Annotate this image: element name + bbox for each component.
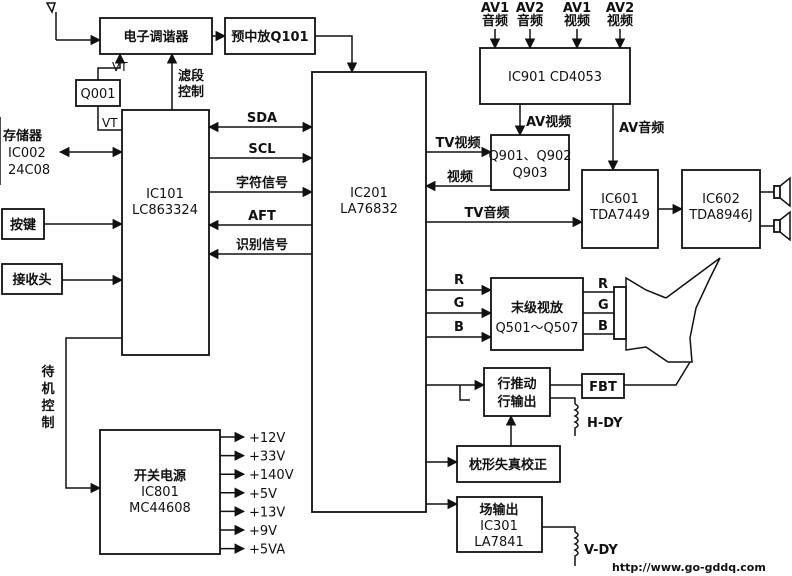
psu-block: 开关电源 IC801 MC44608 xyxy=(99,429,221,555)
svg-text:IC901 CD4053: IC901 CD4053 xyxy=(508,70,602,85)
svg-text:接收头: 接收头 xyxy=(12,272,51,288)
power-rail-label: +5V xyxy=(249,487,277,502)
svg-text:AV2: AV2 xyxy=(606,1,634,16)
b2-label: B xyxy=(598,319,608,334)
svg-text:Q901、Q902: Q901、Q902 xyxy=(488,149,571,164)
svg-text:AV1: AV1 xyxy=(563,1,591,16)
power-rail-label: +12V xyxy=(249,431,285,446)
hdrive-block: 行推动 行输出 xyxy=(483,367,551,417)
hdy-label: H-DY xyxy=(587,416,623,431)
svg-text:IC601: IC601 xyxy=(601,192,639,207)
preif-block: 预中放Q101 xyxy=(224,17,316,55)
power-rails: +12V +33V +140V +5V +13V +9V +5VA xyxy=(220,431,294,558)
q901-block: Q901、Q902 Q903 xyxy=(488,134,572,191)
svg-text:场输出: 场输出 xyxy=(479,502,518,518)
vout-block: 场输出 IC301 LA7841 xyxy=(456,496,543,553)
svg-text:MC44608: MC44608 xyxy=(129,501,191,516)
svg-text:Q903: Q903 xyxy=(512,166,547,181)
vt-label-top: VT xyxy=(112,60,128,74)
band-filter-label-2: 控制 xyxy=(178,84,204,100)
sda-label: SDA xyxy=(247,111,277,126)
vdy-label: V-DY xyxy=(584,543,618,558)
svg-text:视频: 视频 xyxy=(564,13,590,29)
svg-text:IC101: IC101 xyxy=(146,187,184,202)
svg-text:TDA7449: TDA7449 xyxy=(589,208,650,223)
av-video-label: AV视频 xyxy=(526,114,571,130)
svg-text:制: 制 xyxy=(41,415,54,431)
svg-text:TDA8946J: TDA8946J xyxy=(688,208,753,223)
power-rail-label: +13V xyxy=(249,505,285,520)
power-rail-label: +33V xyxy=(249,450,285,465)
svg-text:开关电源: 开关电源 xyxy=(134,468,186,484)
char-signal-label: 字符信号 xyxy=(236,175,288,191)
svg-text:AV1: AV1 xyxy=(481,1,509,16)
svg-text:待: 待 xyxy=(40,364,54,380)
antenna-icon xyxy=(45,2,102,46)
g-label: G xyxy=(454,296,465,311)
svg-text:电子调谐器: 电子调谐器 xyxy=(123,29,189,45)
fbt-block: FBT xyxy=(581,373,625,399)
watermark-text: http://www.go-gddq.com xyxy=(612,561,766,574)
svg-text:机: 机 xyxy=(41,381,54,397)
ident-signal-label: 识别信号 xyxy=(236,237,288,253)
svg-text:存储器: 存储器 xyxy=(3,128,43,144)
svg-text:预中放Q101: 预中放Q101 xyxy=(231,29,308,45)
r-label: R xyxy=(454,273,464,288)
svg-text:LA7841: LA7841 xyxy=(474,535,524,550)
av-audio-label: AV音频 xyxy=(619,120,664,136)
av-inputs: AV1 音频 AV2 音频 AV1 视频 AV2 视频 xyxy=(481,1,634,50)
svg-text:IC602: IC602 xyxy=(702,192,740,207)
svg-text:枕形失真校正: 枕形失真校正 xyxy=(469,457,547,473)
svg-text:IC002: IC002 xyxy=(8,146,46,161)
svg-text:行推动: 行推动 xyxy=(496,376,536,392)
ic901-block: IC901 CD4053 xyxy=(479,47,631,105)
scl-label: SCL xyxy=(248,142,275,157)
receiver-block: 接收头 xyxy=(1,263,63,295)
svg-text:LA76832: LA76832 xyxy=(340,202,398,217)
svg-text:视频: 视频 xyxy=(607,13,633,29)
ic602-block: IC602 TDA8946J xyxy=(681,169,761,249)
svg-text:24C08: 24C08 xyxy=(8,163,50,178)
aft-label: AFT xyxy=(248,209,276,224)
r2-label: R xyxy=(598,277,608,292)
power-rail-label: +140V xyxy=(249,468,294,483)
svg-text:按键: 按键 xyxy=(10,217,36,233)
svg-text:控: 控 xyxy=(41,398,54,414)
tuner-block: 电子调谐器 xyxy=(99,17,213,55)
final-video-block: 末级视放 Q501～Q507 xyxy=(490,277,584,351)
band-filter-label-1: 滤段 xyxy=(178,68,204,84)
svg-text:IC801: IC801 xyxy=(141,485,179,500)
ic101-block: IC101 LC863324 xyxy=(121,109,210,356)
b-label: B xyxy=(454,320,464,335)
q001-block: Q001 xyxy=(75,79,121,107)
vt-label-bottom: VT xyxy=(102,116,118,130)
pincushion-block: 枕形失真校正 xyxy=(456,445,561,483)
svg-text:IC301: IC301 xyxy=(480,519,518,534)
svg-text:音频: 音频 xyxy=(517,13,543,29)
svg-text:Q001: Q001 xyxy=(80,87,115,102)
power-rail-label: +5VA xyxy=(249,543,285,558)
power-rail-label: +9V xyxy=(249,524,277,539)
tv-video-label: TV视频 xyxy=(436,135,481,151)
keys-block: 按键 xyxy=(1,208,45,240)
svg-text:音频: 音频 xyxy=(482,13,508,29)
speaker-icon xyxy=(773,176,791,208)
ic601-block: IC601 TDA7449 xyxy=(581,169,659,249)
video-label: 视频 xyxy=(447,169,473,185)
svg-text:末级视放: 末级视放 xyxy=(510,300,564,316)
svg-text:IC201: IC201 xyxy=(350,186,388,201)
speaker-icon xyxy=(773,210,791,242)
crt-tube-icon xyxy=(613,257,721,363)
g2-label: G xyxy=(598,298,609,313)
svg-text:FBT: FBT xyxy=(589,380,617,395)
tv-audio-label: TV音频 xyxy=(465,205,510,221)
svg-text:AV2: AV2 xyxy=(516,1,544,16)
svg-text:行输出: 行输出 xyxy=(496,394,536,410)
ic201-block: IC201 LA76832 xyxy=(311,71,427,513)
svg-text:LC863324: LC863324 xyxy=(132,203,198,218)
standby-control-label: 待 机 控 制 xyxy=(40,364,54,431)
svg-text:Q501～Q507: Q501～Q507 xyxy=(495,321,578,336)
memory-block: 存储器 IC002 24C08 xyxy=(0,117,50,185)
